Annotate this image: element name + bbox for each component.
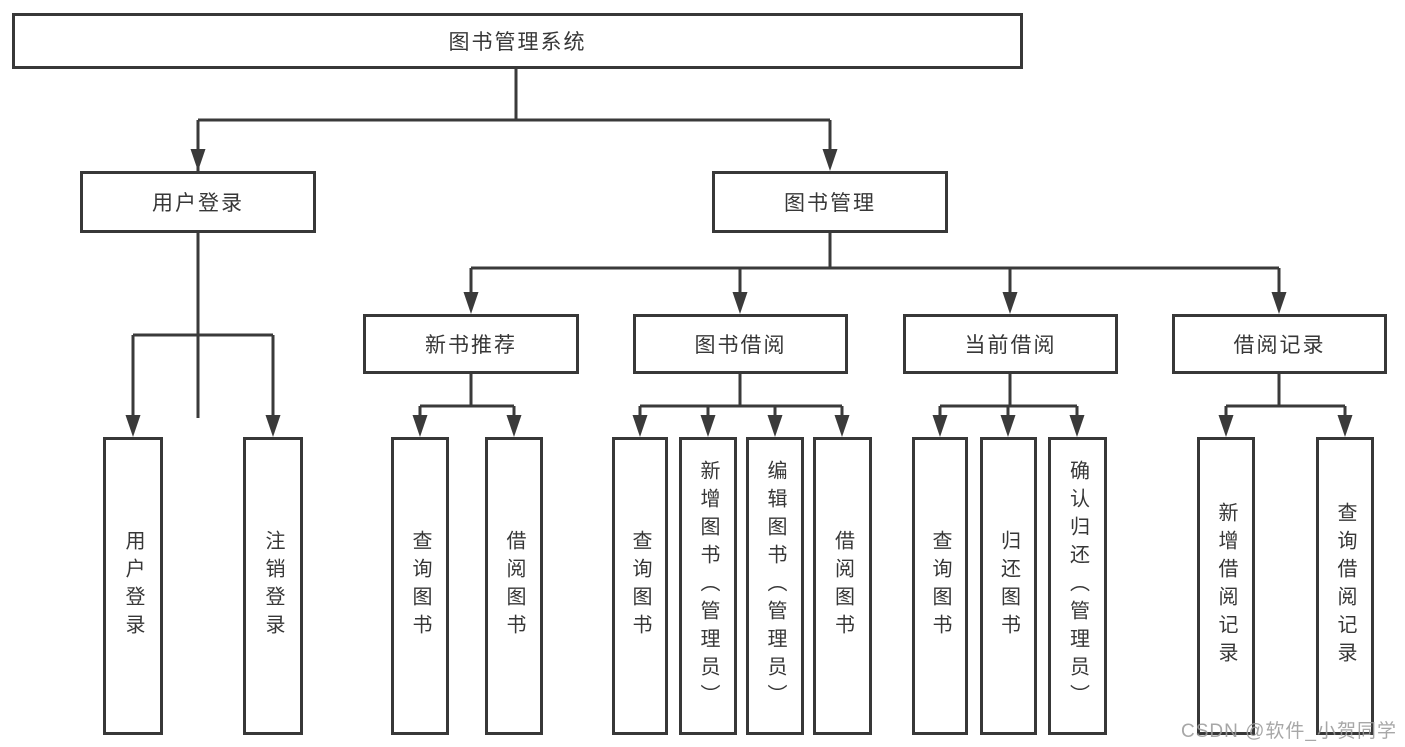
leaf-user-login: 用户登录 bbox=[103, 437, 163, 735]
leaf-logout-login: 注销登录 bbox=[243, 437, 303, 735]
leaf-add-books-admin: 新增图书（管理员） bbox=[679, 437, 737, 735]
connector-strokes-2 bbox=[131, 120, 1347, 418]
node-book-management: 图书管理 bbox=[712, 171, 948, 233]
node-book-borrow: 图书借阅 bbox=[633, 314, 848, 374]
leaf-borrow-query-books: 查询图书 bbox=[612, 437, 668, 735]
leaf-confirm-return-admin: 确认归还（管理员） bbox=[1048, 437, 1107, 735]
leaf-borrow-books: 借阅图书 bbox=[813, 437, 872, 735]
node-current-borrow: 当前借阅 bbox=[903, 314, 1118, 374]
leaf-recommend-query-books: 查询图书 bbox=[391, 437, 449, 735]
leaf-recommend-borrow-books: 借阅图书 bbox=[485, 437, 543, 735]
leaf-current-query-books: 查询图书 bbox=[912, 437, 968, 735]
node-new-book-recommend: 新书推荐 bbox=[363, 314, 579, 374]
arrowheads bbox=[125, 149, 1353, 437]
node-root: 图书管理系统 bbox=[12, 13, 1023, 69]
leaf-add-borrow-record: 新增借阅记录 bbox=[1197, 437, 1255, 735]
leaf-return-books: 归还图书 bbox=[980, 437, 1037, 735]
csdn-watermark: CSDN @软件_小贺同学 bbox=[1181, 721, 1397, 742]
leaf-edit-books-admin: 编辑图书（管理员） bbox=[746, 437, 804, 735]
connector-strokes bbox=[196, 68, 832, 418]
leaf-query-borrow-record: 查询借阅记录 bbox=[1316, 437, 1374, 735]
node-borrow-records: 借阅记录 bbox=[1172, 314, 1387, 374]
node-user-login: 用户登录 bbox=[80, 171, 316, 233]
